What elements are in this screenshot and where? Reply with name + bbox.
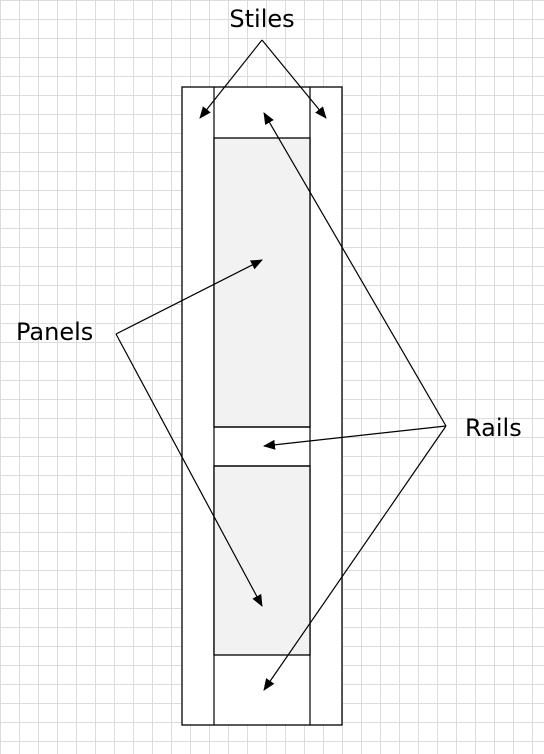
rails-arrows (263, 112, 447, 691)
label-panels: Panels (16, 318, 93, 346)
lower-panel (213, 465, 311, 656)
stiles-arrows (199, 39, 327, 119)
stiles-arrow-left (199, 39, 263, 119)
label-stiles: Stiles (229, 5, 294, 33)
rails-arrow-middle (263, 425, 447, 450)
rails-arrow-top (263, 112, 447, 427)
stiles-arrow-right (261, 39, 327, 119)
panels-arrows (115, 259, 263, 607)
rails-arrow-bottom (263, 425, 447, 691)
panels-arrow-upper (115, 259, 263, 335)
upper-panel (213, 137, 311, 428)
door-frame (181, 86, 343, 726)
label-rails: Rails (465, 414, 522, 442)
panels-arrow-lower (115, 333, 263, 607)
